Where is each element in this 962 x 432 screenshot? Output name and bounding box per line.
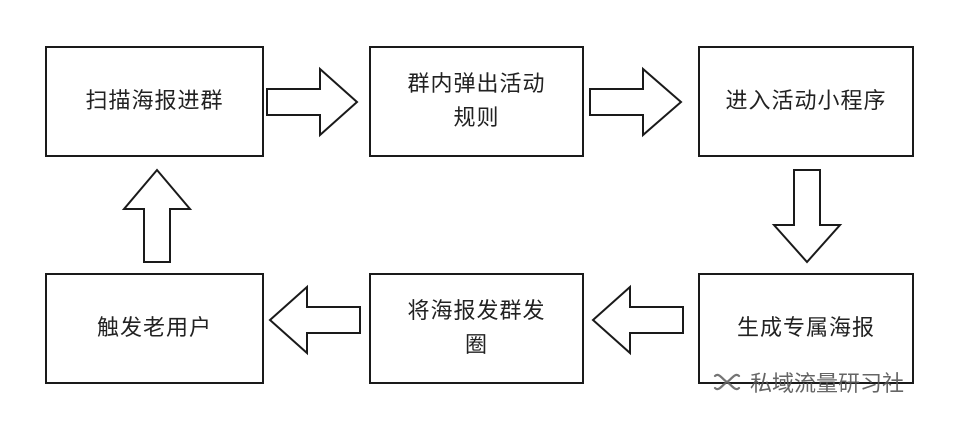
arrow-right-1 — [266, 66, 359, 138]
wechat-channel-icon — [712, 370, 742, 394]
watermark: 私域流量研习社 — [712, 366, 904, 398]
step-label: 触发老用户 — [96, 315, 212, 341]
step-scan-poster: 扫描海报进群 — [45, 46, 264, 157]
arrow-left-2 — [268, 284, 361, 356]
arrow-up — [121, 168, 193, 263]
step-label: 生成专属海报 — [736, 315, 875, 341]
arrow-right-2 — [589, 66, 683, 138]
step-share-poster: 将海报发群发圈 — [369, 273, 584, 384]
step-reach-old-users: 触发老用户 — [45, 273, 264, 384]
step-label: 群内弹出活动规则 — [407, 71, 546, 131]
step-label: 将海报发群发圈 — [407, 298, 546, 358]
step-popup-rules: 群内弹出活动规则 — [369, 46, 584, 157]
step-generate-poster: 生成专属海报 — [698, 273, 914, 384]
step-enter-miniprogram: 进入活动小程序 — [698, 46, 914, 157]
arrow-down — [771, 169, 843, 264]
arrow-left-1 — [591, 284, 684, 356]
step-label: 进入活动小程序 — [725, 88, 887, 114]
step-label: 扫描海报进群 — [85, 88, 224, 114]
watermark-text: 私域流量研习社 — [750, 372, 905, 397]
